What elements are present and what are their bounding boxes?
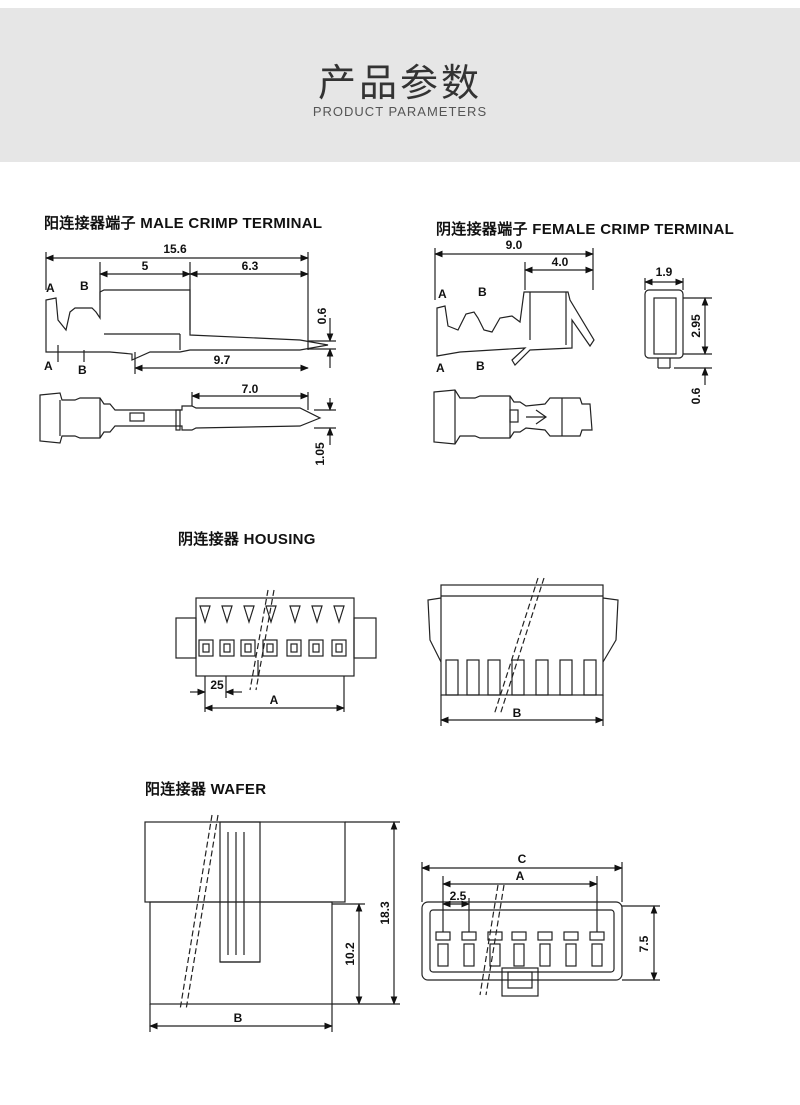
dim-15-6: 15.6 — [163, 242, 187, 256]
dim-9-7: 9.7 — [214, 353, 231, 367]
male-terminal-title: 阳连接器端子 MALE CRIMP TERMINAL — [44, 215, 323, 232]
dim-5: 5 — [142, 259, 149, 273]
label-b-female-top: B — [478, 285, 487, 299]
dim-2-95: 2.95 — [689, 314, 703, 338]
wafer-labels: 18.3 10.2 B C A 2.5 7.5 — [234, 852, 651, 1025]
wafer-title: 阳连接器 WAFER — [145, 781, 267, 798]
wafer-top-drawing — [421, 862, 660, 997]
wafer-side-drawing — [144, 814, 400, 1032]
housing-labels: 25 A B — [210, 678, 521, 720]
dim-c-wafer: C — [518, 852, 527, 866]
label-a-female-bottom: A — [436, 361, 445, 375]
dim-7-5-wafer: 7.5 — [637, 935, 651, 952]
label-b-bottom: B — [78, 363, 87, 377]
housing-side-drawing — [427, 577, 619, 726]
dim-a-housing: A — [270, 693, 279, 707]
dim-10-2: 10.2 — [343, 942, 357, 966]
dim-pitch-25: 25 — [210, 678, 224, 692]
female-terminal-title: 阴连接器端子 FEMALE CRIMP TERMINAL — [436, 221, 735, 238]
label-b-top: B — [80, 279, 89, 293]
label-b-female-bottom: B — [476, 359, 485, 373]
male-terminal-drawing — [39, 252, 336, 445]
female-terminal-drawing — [433, 248, 712, 445]
dim-a-wafer: A — [516, 869, 525, 883]
dim-18-3: 18.3 — [378, 901, 392, 925]
page-title: 产品参数 — [317, 61, 482, 105]
dim-2-5-wafer: 2.5 — [450, 889, 467, 903]
housing-title: 阴连接器 HOUSING — [178, 531, 316, 548]
dim-0-6-female: 0.6 — [689, 387, 703, 404]
housing-front-drawing — [175, 589, 377, 712]
dim-4-0: 4.0 — [552, 255, 569, 269]
dim-b-housing: B — [513, 706, 522, 720]
dim-b-wafer: B — [234, 1011, 243, 1025]
dim-1-05: 1.05 — [313, 442, 327, 466]
dim-0-6: 0.6 — [315, 307, 329, 324]
header-band: 产品参数 PRODUCT PARAMETERS — [0, 8, 800, 162]
label-a-bottom: A — [44, 359, 53, 373]
female-terminal-labels: 9.0 4.0 1.9 2.95 0.6 A B A B — [436, 238, 703, 404]
dim-9-0: 9.0 — [506, 238, 523, 252]
dim-6-3: 6.3 — [242, 259, 259, 273]
male-terminal-labels: 15.6 5 6.3 9.7 7.0 0.6 1.05 A B A B — [44, 242, 329, 466]
page-subtitle: PRODUCT PARAMETERS — [312, 104, 488, 119]
dim-1-9: 1.9 — [656, 265, 673, 279]
label-a-top: A — [46, 281, 55, 295]
label-a-female-top: A — [438, 287, 447, 301]
dim-7-0: 7.0 — [242, 382, 259, 396]
